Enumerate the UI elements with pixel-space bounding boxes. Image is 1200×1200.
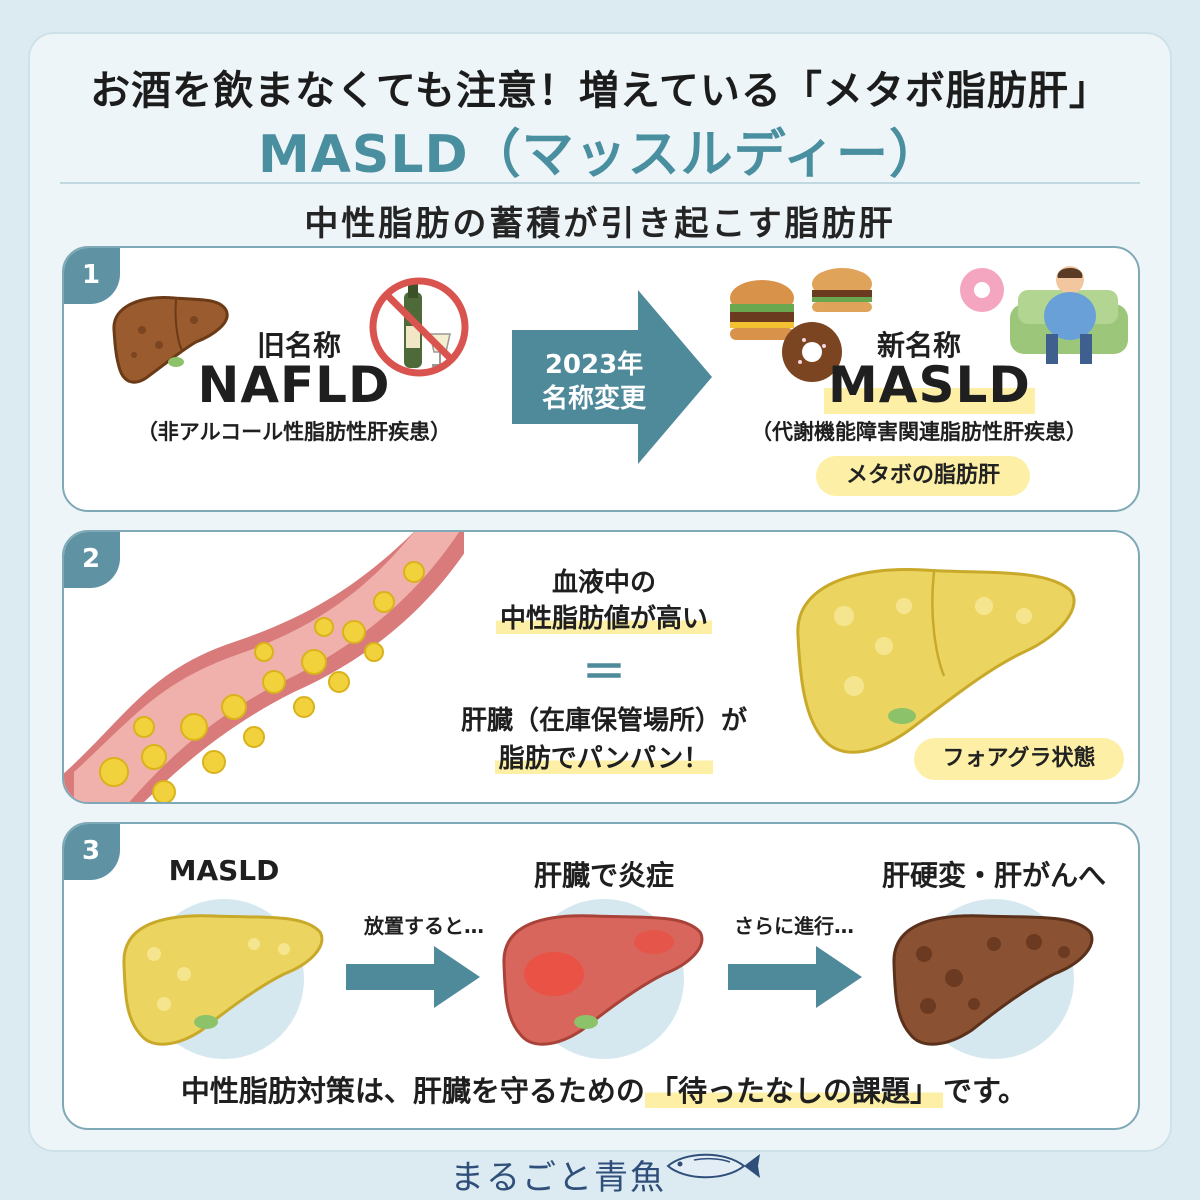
main-title: お酒を飲まなくても注意！増えている「メタボ脂肪肝」 [90,68,1110,114]
old-name-label: 旧名称 [256,329,341,362]
text-liver-storage: 肝臓（在庫保管場所）が [460,706,747,736]
equals-sign: ＝ [582,647,626,698]
panel-number-badge: 1 [64,248,120,304]
liver-inflamed-icon [502,899,704,1059]
arrow-right-icon [512,290,712,464]
donut-pink-icon [960,268,1004,312]
arrow-change: 名称変更 [541,384,646,414]
fish-icon [666,1153,760,1179]
arrow2-label: さらに進行… [734,914,854,938]
foie-gras-callout: フォアグラ状態 [914,738,1124,780]
brand-logo: まるごと青魚 [450,1158,666,1198]
arrow-right-small-icon [346,946,480,1008]
fatty-liver-icon [796,568,1076,754]
blood-vessel-icon [64,532,464,802]
panel-number-badge: 2 [64,532,120,588]
liver-cirrhosis-icon [892,899,1094,1059]
stage2-label: 肝臓で炎症 [533,859,674,892]
panel-name-change: 1 旧名称 NAFLD （非アルコール性脂肪性肝疾患） 2023年 名称変更 [62,246,1140,512]
panel-progression: 3 MASLD 肝臓で炎症 肝硬変・肝がんへ 放置すると… さらに進行… 中性脂… [62,822,1140,1130]
new-name-tag: メタボの脂肪肝 [816,456,1030,496]
text-full-of-fat: 脂肪でパンパン！ [444,738,764,775]
stage1-label: MASLD [168,854,280,887]
text-triglyceride-high: 中性脂肪値が高い [444,598,764,635]
subtitle: 中性脂肪の蓄積が引き起こす脂肪肝 [304,204,896,244]
new-name: MASLD [824,356,1035,414]
person-on-sofa-icon [1010,266,1128,364]
liver-fatty-stage-icon [122,899,324,1059]
text-blood: 血液中の [551,568,656,598]
burger-icon [730,280,794,340]
liver-brown-icon [112,295,229,384]
arrow-right-small-icon [728,946,862,1008]
acronym-title: MASLD（マッスルディー） [257,125,943,185]
new-name-full: （代謝機能障害関連脂肪性肝疾患） [751,420,1087,444]
panel-number-badge: 3 [64,824,120,880]
stage3-label: 肝硬変・肝がんへ [881,859,1106,892]
arrow-year: 2023年 [544,350,644,380]
arrow1-label: 放置すると… [364,914,484,938]
old-name-full: （非アルコール性脂肪性肝疾患） [136,420,452,444]
divider [60,182,1140,184]
old-name: NAFLD [197,356,391,414]
no-alcohol-icon [369,277,469,377]
conclusion-text: 中性脂肪対策は、肝臓を守るための「待ったなしの課題」です。 [180,1074,1028,1108]
burger-small-icon [812,268,872,312]
panel-triglyceride: 2 血液中の 中性脂肪値が高い ＝ 肝臓（在庫保管場所）が 脂肪でパンパン！ フ… [62,530,1140,804]
